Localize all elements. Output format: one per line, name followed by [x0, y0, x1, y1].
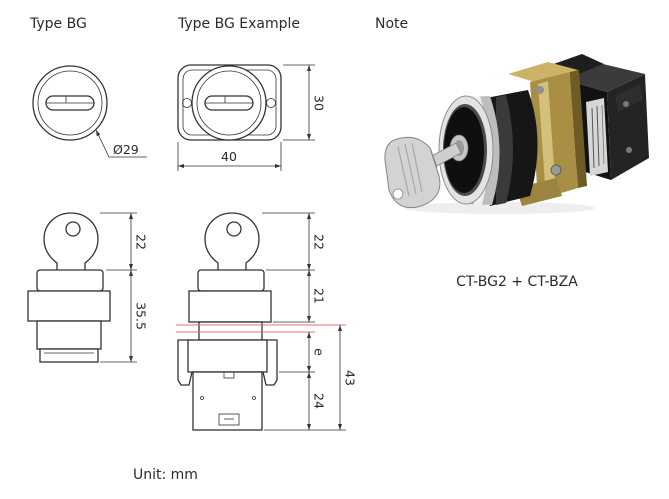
arrowhead	[129, 213, 133, 219]
contact-block	[192, 371, 263, 431]
terminal-screw-right	[252, 396, 256, 400]
arrowhead	[307, 264, 311, 270]
key-hole	[226, 221, 242, 237]
width-dimension: 40	[177, 142, 282, 171]
arrowhead-left	[178, 164, 184, 168]
terminal-screw-left	[200, 396, 204, 400]
arrowhead	[307, 372, 311, 378]
arrowhead-top	[307, 65, 311, 71]
key-ring-hole	[392, 188, 404, 200]
arrowhead	[307, 270, 311, 276]
mounting-adapter	[187, 339, 268, 373]
operator-base	[39, 348, 99, 363]
overall-height-label: 43	[343, 370, 358, 386]
key-hole	[65, 221, 81, 237]
photo-shadow	[405, 202, 595, 214]
width-label: 40	[221, 149, 237, 164]
diameter-label: Ø29	[113, 142, 139, 157]
arrowhead	[338, 424, 342, 430]
key-grooves	[397, 142, 423, 197]
label-print-line	[596, 105, 600, 167]
terminal-cover	[615, 84, 643, 112]
arrowhead	[307, 424, 311, 430]
arrowhead	[129, 356, 133, 362]
label-print-line	[601, 104, 605, 165]
arrowhead-bottom	[307, 134, 311, 140]
contact-block-latch	[223, 371, 235, 379]
model-caption: CT-BG2 + CT-BZA	[456, 274, 578, 290]
type-bg-example-top-view: 30 40	[177, 64, 327, 171]
product-photo	[384, 54, 649, 214]
arrowhead	[129, 264, 133, 270]
body-height-label: 35.5	[134, 302, 149, 330]
example-side-view-dimensions: 22 21 e 24 43	[262, 212, 358, 431]
bezel	[188, 290, 272, 323]
type-bg-top-view: Ø29	[32, 65, 147, 158]
key-head	[43, 212, 99, 270]
key-height-label: 22	[134, 234, 149, 250]
arrowhead	[307, 316, 311, 322]
operator-cap	[36, 269, 104, 292]
arrowhead-right	[275, 164, 281, 168]
operator-cap	[197, 269, 265, 292]
contact-block-height-label: 24	[312, 393, 327, 409]
panel-thickness-label: e	[312, 348, 327, 356]
terminal-screw	[623, 101, 629, 107]
height-dimension: 30	[283, 64, 327, 141]
collar-highlight	[496, 95, 513, 205]
arrowhead	[307, 332, 311, 338]
mounting-bracket-photo	[508, 62, 587, 206]
bracket-foot	[516, 178, 562, 206]
arrowhead	[338, 325, 342, 331]
note-heading: Note	[375, 16, 408, 32]
bracket-edge	[570, 70, 587, 188]
bezel	[27, 290, 111, 322]
body-height-label: 21	[312, 288, 327, 304]
operator-body	[36, 320, 102, 350]
terminal-screw	[626, 147, 632, 153]
contact-block-top	[565, 64, 645, 92]
operator-head-photo	[438, 90, 538, 206]
bracket-rivet	[536, 86, 544, 94]
side-view-dimensions: 22 35.5	[100, 212, 149, 363]
type-bg-heading: Type BG	[29, 16, 87, 32]
label-print-line	[591, 107, 595, 169]
arrowhead	[307, 366, 311, 372]
arrowhead	[129, 270, 133, 276]
arrowhead	[307, 213, 311, 219]
bracket-top-flange	[508, 62, 578, 83]
bezel-inner-circle	[196, 70, 262, 136]
bracket-screw	[550, 164, 562, 176]
type-bg-example-side-view: 22 21 e 24 43	[176, 212, 358, 431]
unit-note: Unit: mm	[133, 467, 198, 483]
type-bg-example-heading: Type BG Example	[177, 16, 300, 32]
key-photo	[384, 136, 462, 209]
diameter-leader-line	[95, 129, 147, 158]
diameter-arrowhead	[96, 130, 101, 137]
key-height-label: 22	[312, 234, 327, 250]
type-bg-side-view: 22 35.5	[27, 212, 149, 363]
bezel-inner-circle	[37, 70, 103, 136]
height-label: 30	[312, 95, 327, 111]
key-head	[204, 212, 260, 270]
contact-block-terminal	[218, 413, 240, 426]
